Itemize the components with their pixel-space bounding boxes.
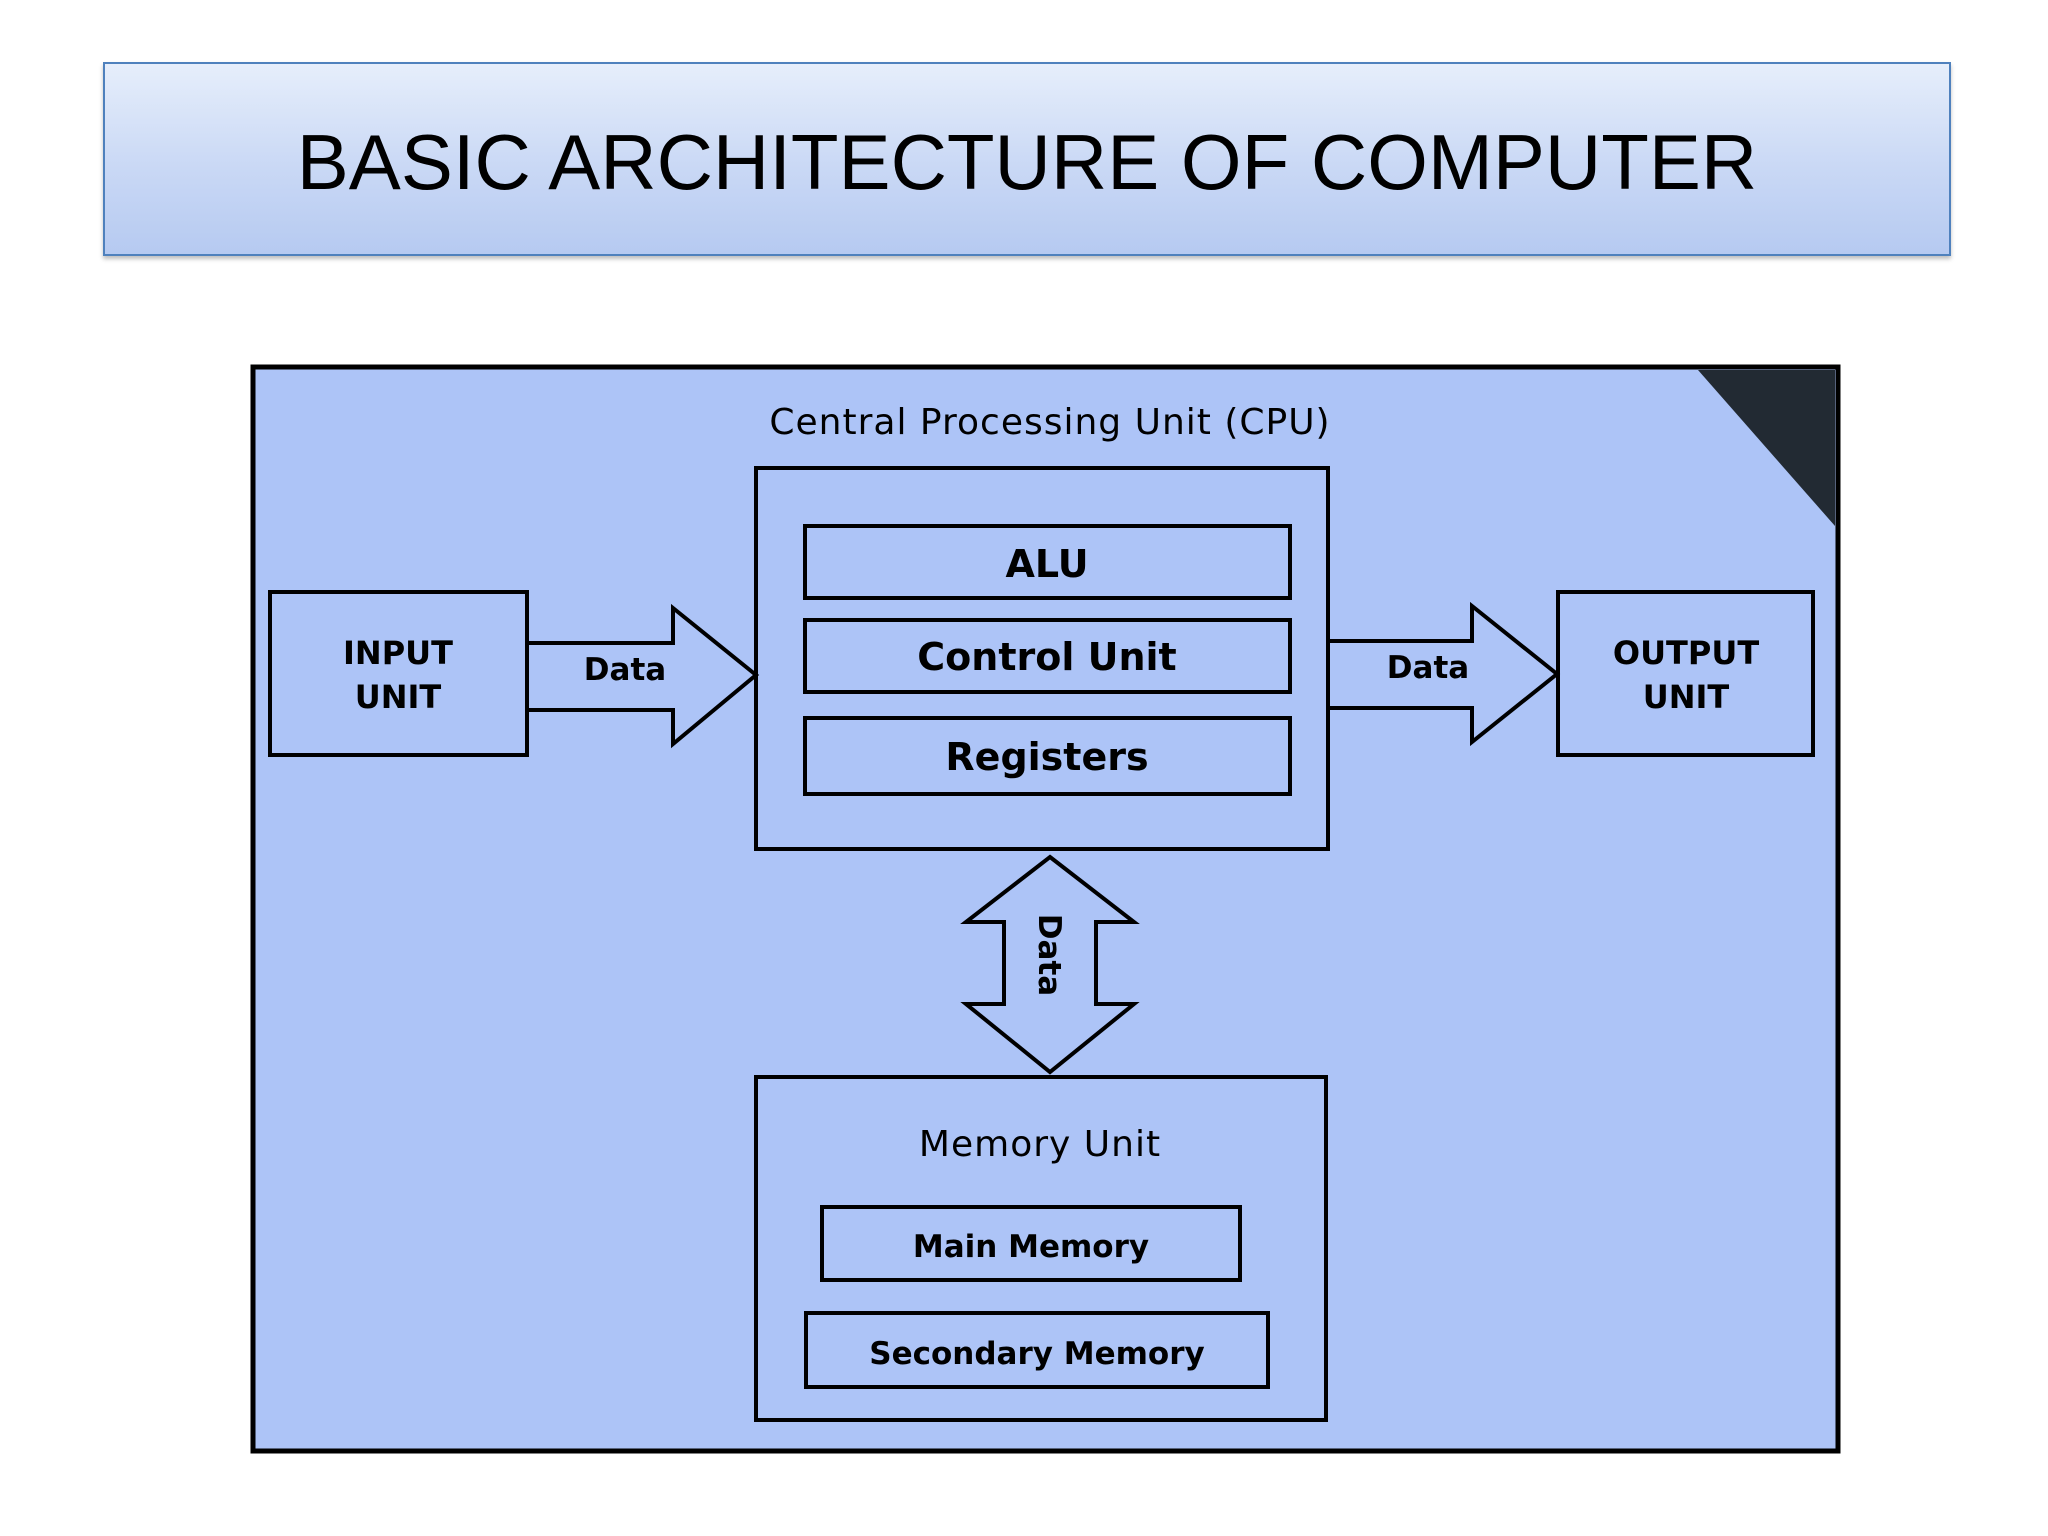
- alu-box: [803, 524, 1292, 600]
- registers-label: Registers: [945, 735, 1148, 779]
- main-memory-box: [820, 1205, 1242, 1282]
- arrow-cpu-memory: [960, 854, 1140, 1075]
- output-unit-label-line2: UNIT: [1643, 678, 1730, 716]
- control-unit-box: [803, 618, 1292, 694]
- memory-unit-label: Memory Unit: [919, 1124, 1161, 1165]
- arrow-input-to-cpu: [525, 603, 760, 749]
- arrow-cpu-to-output: [1326, 601, 1561, 747]
- cpu-label: Central Processing Unit (CPU): [769, 402, 1330, 443]
- registers-box: [803, 716, 1292, 796]
- output-unit-label-line1: OUTPUT: [1613, 634, 1759, 672]
- diagram-panel: [250, 364, 1841, 1454]
- page-title: BASIC ARCHITECTURE OF COMPUTER: [296, 117, 1758, 206]
- input-unit-label-line2: UNIT: [355, 678, 442, 716]
- title-banner: BASIC ARCHITECTURE OF COMPUTER: [103, 62, 1951, 256]
- data-label-output: Data: [1387, 650, 1469, 686]
- control-unit-label: Control Unit: [917, 635, 1176, 679]
- corner-mark: [1698, 370, 1835, 526]
- input-unit-label-line1: INPUT: [343, 634, 453, 672]
- data-label-input: Data: [584, 652, 666, 688]
- main-memory-label: Main Memory: [913, 1229, 1149, 1265]
- secondary-memory-label: Secondary Memory: [869, 1336, 1204, 1372]
- data-label-memory: Data: [1031, 914, 1067, 996]
- secondary-memory-box: [804, 1311, 1270, 1389]
- memory-unit-box: [754, 1075, 1328, 1422]
- alu-label: ALU: [1005, 542, 1088, 586]
